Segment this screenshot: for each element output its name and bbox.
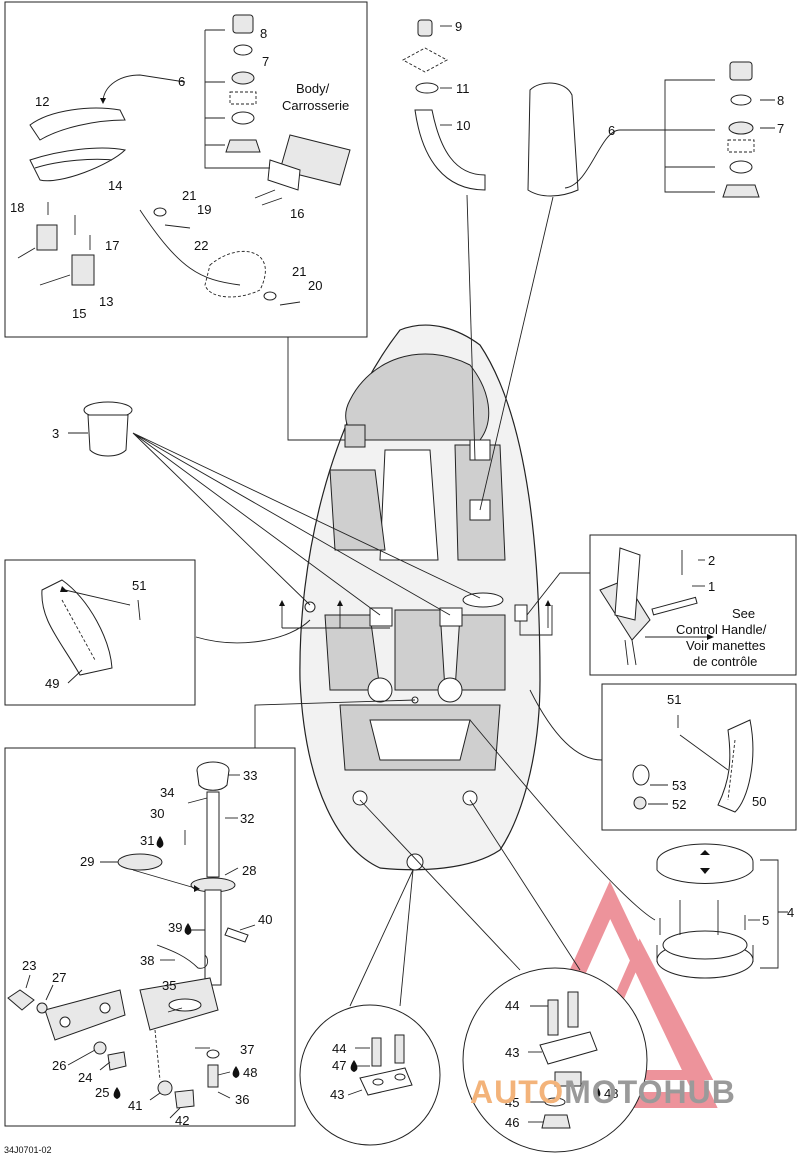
callout-18: 18 [10, 200, 24, 215]
watermark-part-1: AUTO [470, 1074, 565, 1110]
callout-22: 22 [194, 238, 208, 253]
callout-7b: 7 [777, 121, 784, 136]
callout-26: 26 [52, 1058, 66, 1073]
drop-icon [232, 1066, 240, 1078]
callout-17: 17 [105, 238, 119, 253]
bracket-box-right [601, 683, 797, 831]
see-label-2: Control Handle/ [676, 622, 767, 637]
callout-23: 23 [22, 958, 36, 973]
watermark-part-3: HUB [663, 1074, 736, 1110]
control-handle-parts [599, 547, 714, 666]
callout-48b: 48 [604, 1086, 618, 1101]
callout-7: 7 [262, 54, 269, 69]
callout-4: 4 [787, 905, 794, 920]
callout-21: 21 [182, 188, 196, 203]
detail-circle-left [299, 869, 441, 1146]
callout-44b: 44 [505, 998, 519, 1013]
callout-29: 29 [80, 854, 94, 869]
see-label: See [732, 606, 755, 621]
callout-33: 33 [243, 768, 257, 783]
callout-37: 37 [240, 1042, 254, 1057]
callout-35: 35 [162, 978, 176, 993]
callout-31: 31 [140, 833, 154, 848]
see-label-3: Voir manettes [686, 638, 766, 653]
watermark-part-2: MOTO [564, 1074, 664, 1110]
watermark-text: AUTOMOTOHUB [470, 1074, 736, 1111]
callout-8b: 8 [777, 93, 784, 108]
callout-50: 50 [752, 794, 766, 809]
drop-icon [350, 1060, 358, 1072]
callout-25: 25 [95, 1085, 109, 1100]
callout-11: 11 [456, 81, 470, 96]
arrow-up-icon [279, 600, 551, 629]
callout-48: 48 [243, 1065, 257, 1080]
callout-51: 51 [132, 578, 146, 593]
callout-1: 1 [708, 579, 715, 594]
callout-34: 34 [160, 785, 174, 800]
steering-parts [7, 699, 416, 1119]
callout-10: 10 [456, 118, 470, 133]
see-label-4: de contrôle [693, 654, 757, 669]
callout-45: 45 [505, 1095, 519, 1110]
hull [299, 324, 553, 871]
callout-2: 2 [708, 553, 715, 568]
callout-28: 28 [242, 863, 256, 878]
callout-49: 49 [45, 676, 59, 691]
callout-3: 3 [52, 426, 59, 441]
callout-19: 19 [197, 202, 211, 217]
drop-icon [113, 1087, 121, 1099]
callout-21b: 21 [292, 264, 306, 279]
hatch-cover [469, 719, 788, 979]
callout-14: 14 [108, 178, 122, 193]
callout-6: 6 [178, 74, 185, 89]
callout-6b: 6 [608, 123, 615, 138]
seat-strap-parts [17, 14, 351, 306]
callout-44: 44 [332, 1041, 346, 1056]
bracket-49 [41, 579, 141, 684]
callout-53: 53 [672, 778, 686, 793]
callout-15: 15 [72, 306, 86, 321]
callout-40: 40 [258, 912, 272, 927]
body-label-fr: Carrosserie [282, 98, 349, 113]
cap-stack-right [479, 61, 775, 511]
callout-41: 41 [128, 1098, 142, 1113]
callout-32: 32 [240, 811, 254, 826]
hose-parts [402, 19, 486, 461]
callout-52: 52 [672, 797, 686, 812]
callout-51b: 51 [667, 692, 681, 707]
callout-36: 36 [235, 1092, 249, 1107]
callout-5: 5 [762, 913, 769, 928]
detail-circle-right [359, 799, 648, 1153]
callout-24: 24 [78, 1070, 92, 1085]
callout-8: 8 [260, 26, 267, 41]
bracket-50 [632, 715, 754, 813]
callout-43: 43 [330, 1087, 344, 1102]
callout-30: 30 [150, 806, 164, 821]
callout-12: 12 [35, 94, 49, 109]
callout-16: 16 [290, 206, 304, 221]
callout-42: 42 [175, 1113, 189, 1128]
cup-part-3 [68, 401, 481, 616]
callout-38: 38 [140, 953, 154, 968]
callout-13: 13 [99, 294, 113, 309]
drop-icon [593, 1086, 601, 1098]
drop-icon [184, 923, 192, 935]
drop-icon [156, 836, 164, 848]
body-label: Body/ [296, 81, 330, 96]
callout-39: 39 [168, 920, 182, 935]
callout-9: 9 [455, 19, 462, 34]
callout-20: 20 [308, 278, 322, 293]
callout-27: 27 [52, 970, 66, 985]
callout-43b: 43 [505, 1045, 519, 1060]
figure-reference: 34J0701-02 [4, 1145, 52, 1155]
callout-47: 47 [332, 1058, 346, 1073]
callout-46: 46 [505, 1115, 519, 1130]
